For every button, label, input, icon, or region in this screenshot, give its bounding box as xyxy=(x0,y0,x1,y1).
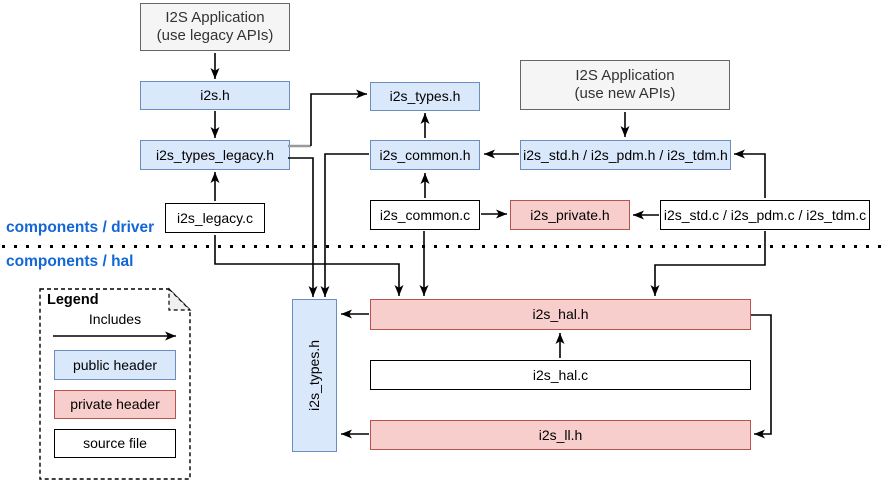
node-i2s-private-h: i2s_private.h xyxy=(510,200,630,230)
node-i2s-legacy-c: i2s_legacy.c xyxy=(165,203,265,233)
edge-i2s-types-legacy-h-to-i2s-types-h-driver xyxy=(310,89,367,146)
app-new-line1: I2S Application xyxy=(575,67,675,84)
layer-label-components-hal: components / hal xyxy=(6,253,134,270)
app-legacy-line1: I2S Application xyxy=(165,9,265,26)
edge-i2s-common-h-to-i2s-types-h-hal xyxy=(320,153,369,297)
legend-includes-label: Includes xyxy=(88,311,142,327)
node-i2s-application-new: I2S Application (use new APIs) xyxy=(520,60,730,110)
node-i2s-common-h: i2s_common.h xyxy=(370,140,480,170)
i2s-types-h-hal-label: i2s_types.h xyxy=(306,340,323,411)
app-legacy-line2: (use legacy APIs) xyxy=(156,27,274,44)
node-i2s-common-c: i2s_common.c xyxy=(370,200,480,230)
node-i2s-types-legacy-h: i2s_types_legacy.h xyxy=(140,140,290,170)
node-i2s-types-h-hal: i2s_types.h xyxy=(292,299,337,452)
node-i2s-hal-h: i2s_hal.h xyxy=(370,299,751,330)
node-i2s-application-legacy: I2S Application (use legacy APIs) xyxy=(140,3,290,51)
layer-label-components-driver: components / driver xyxy=(6,219,155,236)
legend-title: Legend xyxy=(47,292,99,308)
legend-swatch-source-file: source file xyxy=(54,429,176,458)
node-i2s-hal-c: i2s_hal.c xyxy=(370,360,751,390)
node-i2s-types-h-driver: i2s_types.h xyxy=(370,82,480,111)
app-new-line2: (use new APIs) xyxy=(574,85,676,102)
legend-fold-corner xyxy=(168,287,192,311)
legend-swatch-private-header: private header xyxy=(54,390,176,419)
edge-i2s-hal-h-to-i2s-ll-h xyxy=(751,314,772,439)
node-i2s-std-pdm-tdm-h: i2s_std.h / i2s_pdm.h / i2s_tdm.h xyxy=(520,140,731,170)
edge-i2s-std-pdm-tdm-c-to-i2s-hal-h xyxy=(650,231,766,296)
node-i2s-std-pdm-tdm-c: i2s_std.c / i2s_pdm.c / i2s_tdm.c xyxy=(660,200,870,230)
edge-i2s-types-legacy-h-to-i2s-types-h-hal xyxy=(288,157,318,297)
node-i2s-ll-h: i2s_ll.h xyxy=(370,420,751,450)
node-i2s-h: i2s.h xyxy=(140,81,290,110)
edge-i2s-std-pdm-tdm-c-to-i2s-std-pdm-tdm-h xyxy=(734,149,766,198)
legend-swatch-public-header: public header xyxy=(54,350,176,380)
layer-divider-dotted-line xyxy=(2,245,884,248)
